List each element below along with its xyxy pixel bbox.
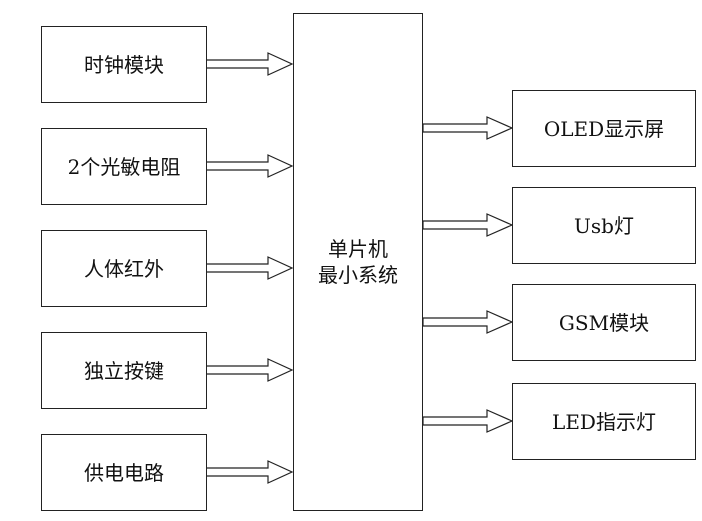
arrow-keys-to-mcu xyxy=(205,358,294,382)
output-box-oled-display: OLED显示屏 xyxy=(512,90,696,167)
input-box-independent-keys: 独立按键 xyxy=(41,332,207,409)
output-label: OLED显示屏 xyxy=(543,116,665,141)
input-label: 2个光敏电阻 xyxy=(67,154,181,179)
mcu-label-line1: 单片机 xyxy=(328,237,388,261)
input-box-photoresistors: 2个光敏电阻 xyxy=(41,128,207,205)
input-label: 时钟模块 xyxy=(84,52,164,77)
output-label: Usb灯 xyxy=(574,213,634,238)
input-box-clock-module: 时钟模块 xyxy=(41,26,207,103)
input-label: 人体红外 xyxy=(84,256,164,281)
arrow-photoresistor-to-mcu xyxy=(205,154,294,178)
arrow-pir-to-mcu xyxy=(205,256,294,280)
arrow-mcu-to-oled xyxy=(422,116,514,140)
output-label: GSM模块 xyxy=(558,310,650,335)
input-box-power-supply: 供电电路 xyxy=(41,434,207,511)
output-label: LED指示灯 xyxy=(552,409,656,434)
output-box-usb-light: Usb灯 xyxy=(512,187,696,264)
arrow-mcu-to-led xyxy=(422,409,514,433)
arrow-clock-to-mcu xyxy=(205,52,294,76)
input-label: 供电电路 xyxy=(84,460,164,485)
arrow-power-to-mcu xyxy=(205,460,294,484)
input-box-pir-sensor: 人体红外 xyxy=(41,230,207,307)
arrow-mcu-to-usb-light xyxy=(422,213,514,237)
mcu-box: 单片机 最小系统 xyxy=(293,13,423,511)
output-box-gsm-module: GSM模块 xyxy=(512,284,696,361)
arrow-mcu-to-gsm xyxy=(422,310,514,334)
input-label: 独立按键 xyxy=(84,358,164,383)
output-box-led-indicator: LED指示灯 xyxy=(512,383,696,460)
mcu-label-line2: 最小系统 xyxy=(318,263,398,287)
